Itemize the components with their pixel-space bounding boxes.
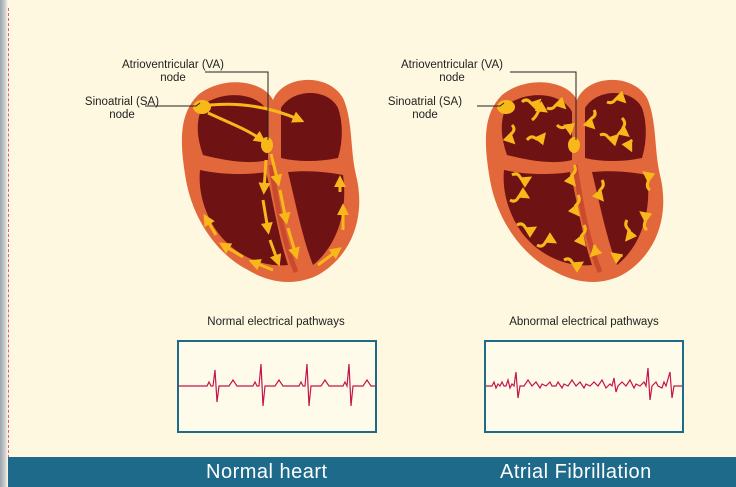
footer-bar: Normal heart Atrial Fibrillation [8,457,736,487]
normal-heart [182,80,359,282]
afib-caption: Abnormal electrical pathways [474,316,694,328]
normal-caption: Normal electrical pathways [166,316,386,328]
afib-av-label-line2: node [372,72,532,85]
sa-node [193,100,211,114]
normal-sa-label-line1: Sinoatrial (SA) [72,96,172,109]
sa-node-afib [497,100,515,114]
normal-av-label-line2: node [93,72,253,85]
afib-av-label: Atrioventricular (VA) node [372,59,532,85]
normal-sa-label: Sinoatrial (SA) node [72,96,172,122]
afib-ecg-panel [484,340,684,433]
normal-av-label-line1: Atrioventricular (VA) [93,59,253,72]
afib-sa-label-line1: Sinoatrial (SA) [375,96,475,109]
normal-av-label: Atrioventricular (VA) node [93,59,253,85]
normal-ecg-panel [177,340,377,433]
afib-ecg-trace [486,342,682,431]
afib-sa-label: Sinoatrial (SA) node [375,96,475,122]
normal-ecg-trace [179,342,375,431]
av-node-afib [568,137,580,153]
afib-heart [486,80,663,282]
afib-sa-label-line2: node [375,109,475,122]
normal-sa-label-line2: node [72,109,172,122]
afib-av-label-line1: Atrioventricular (VA) [372,59,532,72]
footer-normal-heart: Normal heart [206,461,328,484]
av-node [261,137,273,153]
footer-atrial-fibrillation: Atrial Fibrillation [500,461,652,484]
